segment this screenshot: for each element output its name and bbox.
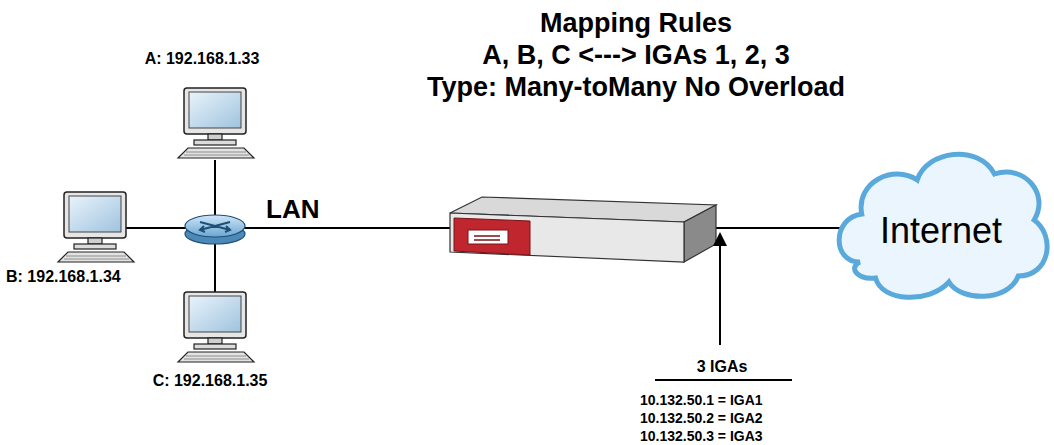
address-count: 3 IGAs — [697, 358, 748, 376]
internet-cloud: Internet — [830, 140, 1052, 310]
diagram-title: Mapping Rules — [540, 8, 732, 39]
global-address: 10.132.50.1 = IGA1 — [640, 392, 763, 408]
host-address: B: 192.168.1.34 — [6, 268, 121, 286]
node-text: Internet — [830, 210, 1052, 252]
host-address: C: 192.168.1.35 — [153, 372, 268, 390]
network-label: LAN — [266, 194, 319, 225]
host-address: A: 192.168.1.33 — [145, 50, 260, 68]
global-address: 10.132.50.3 = IGA3 — [640, 428, 763, 444]
mapping-type: Type: Many-toMany No Overload — [427, 72, 845, 103]
global-address: 10.132.50.2 = IGA2 — [640, 410, 763, 426]
mapping-rule: A, B, C <---> IGAs 1, 2, 3 — [482, 40, 790, 71]
